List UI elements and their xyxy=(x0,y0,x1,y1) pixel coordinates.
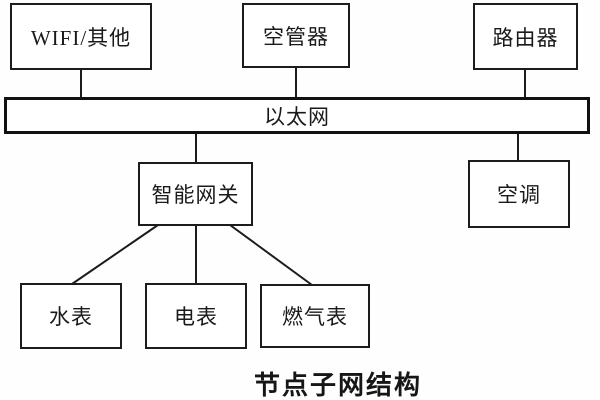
node-smart-gateway: 智能网关 xyxy=(138,162,253,226)
node-smart-gateway-label: 智能网关 xyxy=(151,183,240,207)
node-water-meter-label: 水表 xyxy=(49,305,93,329)
node-wifi-label: WIFI/其他 xyxy=(30,25,132,50)
node-electric-meter-label: 电表 xyxy=(174,305,218,329)
node-router: 路由器 xyxy=(473,3,578,70)
node-wifi: WIFI/其他 xyxy=(10,3,152,70)
ethernet-bus-label: 以太网 xyxy=(264,104,330,129)
node-gas-meter-label: 燃气表 xyxy=(282,305,348,329)
node-air-controller: 空管器 xyxy=(242,3,350,68)
node-air-conditioner-label: 空调 xyxy=(497,183,541,207)
node-water-meter: 水表 xyxy=(20,283,122,349)
diagram-caption: 节点子网结构 xyxy=(253,370,423,400)
node-electric-meter: 电表 xyxy=(145,283,247,349)
node-air-conditioner: 空调 xyxy=(468,160,570,228)
node-air-controller-label: 空管器 xyxy=(263,24,329,49)
ethernet-bus: 以太网 xyxy=(4,97,590,134)
node-router-label: 路由器 xyxy=(492,25,559,50)
node-gas-meter: 燃气表 xyxy=(260,284,370,348)
